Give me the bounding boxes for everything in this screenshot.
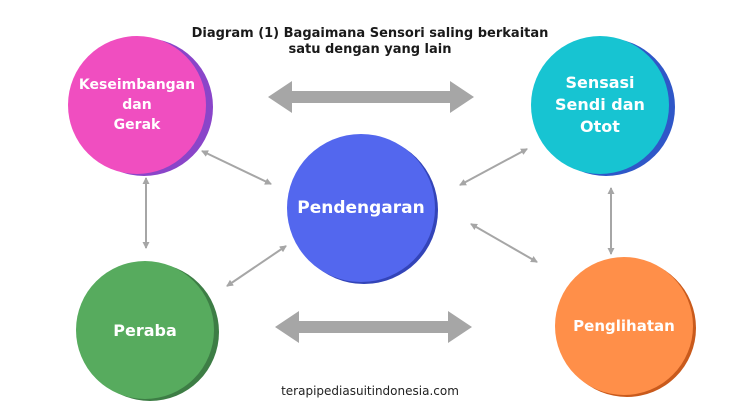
diagram-title-line-2: satu dengan yang lain <box>288 42 452 57</box>
top-double-arrow <box>268 81 474 113</box>
footer-website: terapipediasuitindonesia.com <box>281 384 459 398</box>
arrow-keseimbangan-pendengaran <box>201 150 272 185</box>
arrow-pendengaran-peraba <box>226 245 287 287</box>
node-sensasi-sendi-dan-otot: Sensasi Sendi dan Otot <box>531 36 669 174</box>
node-label: Penglihatan <box>573 317 675 335</box>
diagram-title-line-1: Diagram (1) Bagaimana Sensori saling ber… <box>191 26 549 41</box>
arrow-pendengaran-sensasi <box>459 148 528 186</box>
arrow-pendengaran-penglihatan <box>470 223 538 263</box>
node-label: Peraba <box>113 320 177 340</box>
bottom-double-arrow <box>275 311 472 343</box>
node-label-line: Gerak <box>113 117 161 133</box>
node-label-line: Sendi dan <box>555 95 645 114</box>
node-label-line: Sensasi <box>565 73 635 92</box>
node-keseimbangan-dan-gerak: Keseimbangan dan Gerak <box>68 36 206 174</box>
node-label: Keseimbangan dan Gerak <box>79 75 195 135</box>
node-pendengaran: Pendengaran <box>287 134 435 282</box>
node-penglihatan: Penglihatan <box>555 257 693 395</box>
node-label: Pendengaran <box>297 198 425 218</box>
node-label: Sensasi Sendi dan Otot <box>555 72 645 138</box>
node-peraba: Peraba <box>76 261 214 399</box>
node-label-line: Otot <box>580 117 620 136</box>
node-label-line: dan <box>122 97 152 113</box>
node-label-line: Keseimbangan <box>78 77 196 93</box>
